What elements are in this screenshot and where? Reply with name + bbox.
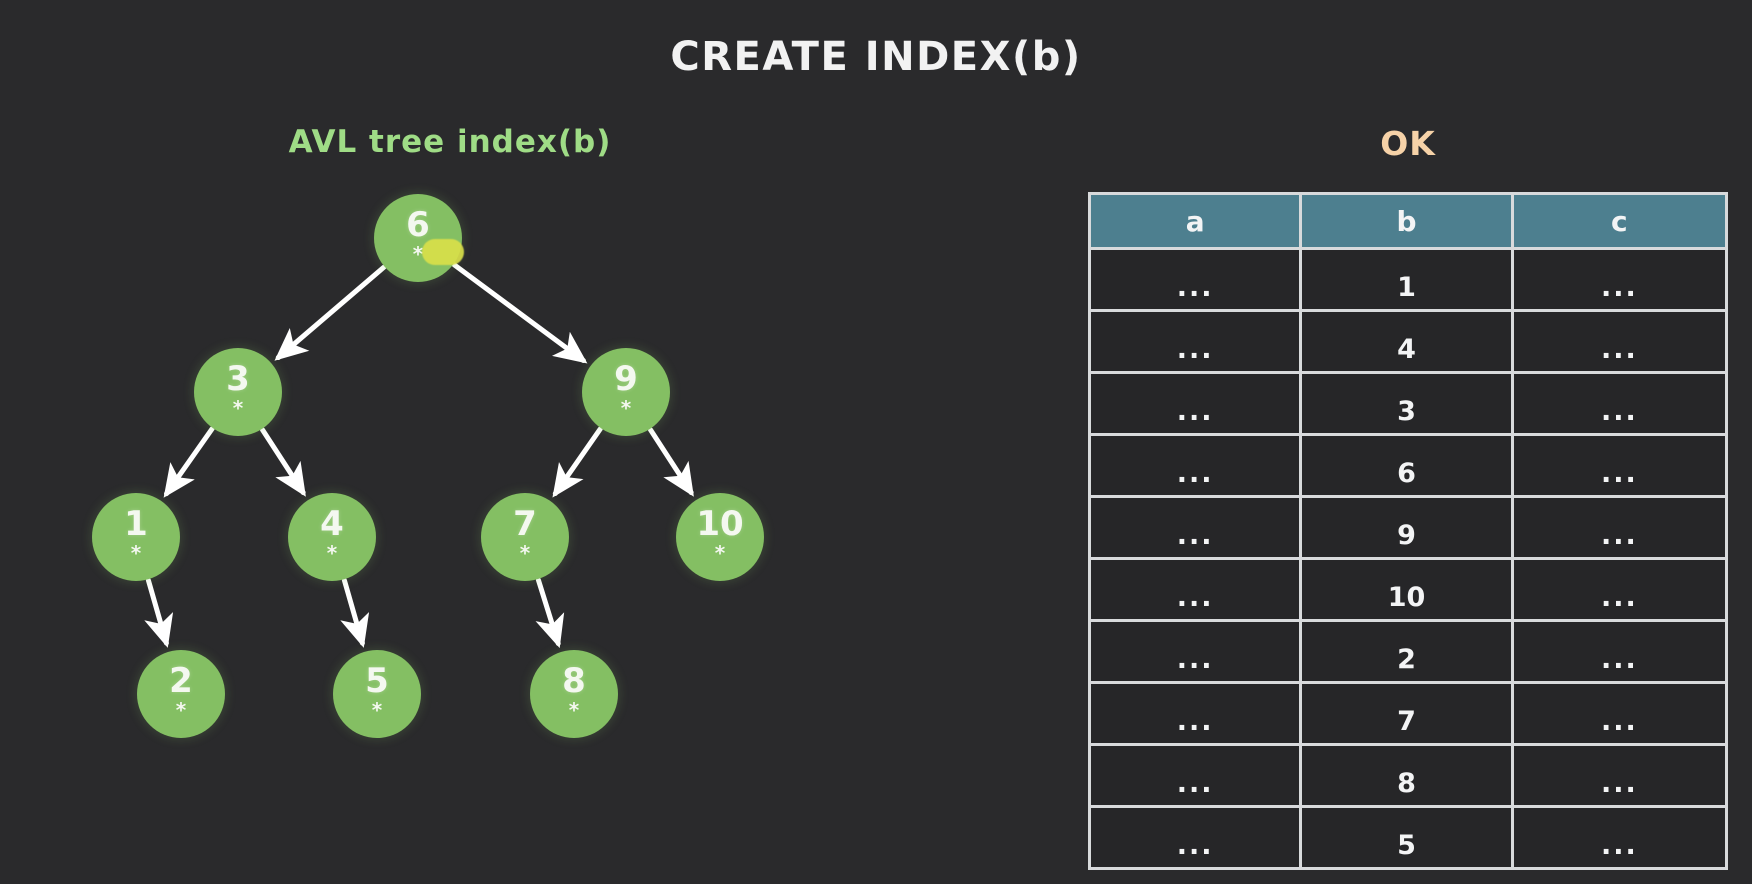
tree-node-value: 8 xyxy=(562,661,586,701)
page-title: CREATE INDEX(b) xyxy=(670,34,1082,80)
tree-node-marker: * xyxy=(232,396,244,420)
cell-c-4: ... xyxy=(1513,436,1725,498)
cell-a-5: ... xyxy=(1091,498,1303,560)
cell-c-2: ... xyxy=(1513,312,1725,374)
cell-b-2: 4 xyxy=(1302,312,1514,374)
tree-node-marker: * xyxy=(519,541,531,565)
tree-node-value: 7 xyxy=(513,504,537,544)
cell-b-7: 2 xyxy=(1302,622,1514,684)
tree-node-marker: * xyxy=(130,541,142,565)
table-row[interactable]: ...1... xyxy=(1091,250,1725,312)
tree-node-marker: * xyxy=(620,396,632,420)
cell-a-4: ... xyxy=(1091,436,1303,498)
tree-edge-3-to-4 xyxy=(259,427,306,497)
tree-edge-9-to-10 xyxy=(647,427,694,497)
table-row[interactable]: ...8... xyxy=(1091,746,1725,808)
tree-node-10[interactable]: 10* xyxy=(676,493,764,581)
tree-edge-6-to-9 xyxy=(451,262,588,364)
cell-b-5: 9 xyxy=(1302,498,1514,560)
cell-b-10: 5 xyxy=(1302,808,1514,867)
tree-node-7[interactable]: 7* xyxy=(481,493,569,581)
column-header-a[interactable]: a xyxy=(1091,195,1303,250)
tree-node-8[interactable]: 8* xyxy=(530,650,618,738)
tree-node-2[interactable]: 2* xyxy=(137,650,225,738)
cell-c-1: ... xyxy=(1513,250,1725,312)
cell-c-7: ... xyxy=(1513,622,1725,684)
tree-node-value: 2 xyxy=(169,661,193,701)
tree-edge-1-to-2 xyxy=(144,577,174,648)
tree-node-value: 9 xyxy=(614,359,638,399)
table-row[interactable]: ...6... xyxy=(1091,436,1725,498)
cell-c-10: ... xyxy=(1513,808,1725,867)
avl-tree-diagram: 6*3*9*1*4*7*10*2*5*8* xyxy=(92,194,764,738)
tree-node-value: 6 xyxy=(406,205,430,245)
cell-b-4: 6 xyxy=(1302,436,1514,498)
cell-c-9: ... xyxy=(1513,746,1725,808)
cell-c-6: ... xyxy=(1513,560,1725,622)
tree-node-marker: * xyxy=(175,698,187,722)
tree-node-value: 10 xyxy=(696,504,744,544)
tree-node-5[interactable]: 5* xyxy=(333,650,421,738)
tree-edge-7-to-8 xyxy=(535,577,565,649)
tree-edge-4-to-5 xyxy=(340,577,370,648)
tree-node-marker: * xyxy=(412,242,424,266)
tree-node-4[interactable]: 4* xyxy=(288,493,376,581)
tree-node-value: 4 xyxy=(320,504,344,544)
tree-node-value: 3 xyxy=(226,359,250,399)
cell-a-9: ... xyxy=(1091,746,1303,808)
cell-c-5: ... xyxy=(1513,498,1725,560)
tree-node-6[interactable]: 6* xyxy=(374,194,462,282)
cell-b-3: 3 xyxy=(1302,374,1514,436)
cell-b-6: 10 xyxy=(1302,560,1514,622)
tree-edge-6-to-3 xyxy=(274,264,387,361)
tree-edges xyxy=(144,262,694,649)
tree-node-marker: * xyxy=(568,698,580,722)
cell-b-8: 7 xyxy=(1302,684,1514,746)
tree-node-marker: * xyxy=(371,698,383,722)
column-header-c[interactable]: c xyxy=(1513,195,1725,250)
tree-node-9[interactable]: 9* xyxy=(582,348,670,436)
table-row[interactable]: ...7... xyxy=(1091,684,1725,746)
cell-a-7: ... xyxy=(1091,622,1303,684)
table-body: ...1......4......3......6......9......10… xyxy=(1091,250,1725,867)
tree-node-value: 5 xyxy=(365,661,389,701)
table-row[interactable]: ...4... xyxy=(1091,312,1725,374)
table-row[interactable]: ...10... xyxy=(1091,560,1725,622)
cell-a-10: ... xyxy=(1091,808,1303,867)
cell-a-6: ... xyxy=(1091,560,1303,622)
cell-a-8: ... xyxy=(1091,684,1303,746)
tree-node-marker: * xyxy=(714,541,726,565)
tree-node-marker: * xyxy=(326,541,338,565)
column-header-b[interactable]: b xyxy=(1302,195,1514,250)
cell-c-8: ... xyxy=(1513,684,1725,746)
status-badge: OK xyxy=(1380,124,1436,163)
tree-node-1[interactable]: 1* xyxy=(92,493,180,581)
cell-c-3: ... xyxy=(1513,374,1725,436)
cursor-highlight xyxy=(422,239,464,265)
tree-edge-3-to-1 xyxy=(163,426,215,498)
cell-a-3: ... xyxy=(1091,374,1303,436)
table-row[interactable]: ...5... xyxy=(1091,808,1725,867)
cell-b-1: 1 xyxy=(1302,250,1514,312)
table-row[interactable]: ...3... xyxy=(1091,374,1725,436)
avl-tree-label: AVL tree index(b) xyxy=(288,124,612,160)
table-row[interactable]: ...9... xyxy=(1091,498,1725,560)
cell-a-1: ... xyxy=(1091,250,1303,312)
cell-a-2: ... xyxy=(1091,312,1303,374)
table-row[interactable]: ...2... xyxy=(1091,622,1725,684)
tree-node-value: 1 xyxy=(124,504,148,544)
tree-edge-9-to-7 xyxy=(552,426,603,498)
cell-b-9: 8 xyxy=(1302,746,1514,808)
tree-node-3[interactable]: 3* xyxy=(194,348,282,436)
